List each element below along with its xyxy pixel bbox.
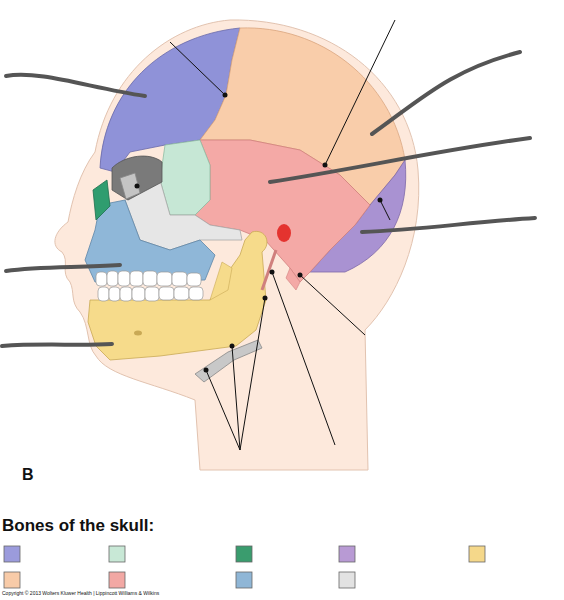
- head-outline: [55, 20, 419, 470]
- temporal-bone: [195, 140, 370, 282]
- leader-lines: [170, 20, 395, 450]
- mental-foramen: [134, 331, 142, 336]
- maxilla-bone: [85, 200, 215, 282]
- coronoid-process: [210, 262, 232, 300]
- styloid-process: [262, 250, 276, 290]
- mastoid-process: [286, 268, 300, 290]
- panel-letter: B: [22, 466, 34, 484]
- ear-canal: [277, 224, 291, 242]
- mandible-bone: [88, 231, 267, 360]
- leader-dots: [135, 93, 383, 373]
- sphenoid-bone: [160, 140, 210, 215]
- copyright-note: Copyright © 2013 Wolters Kluwer Health |…: [2, 591, 159, 597]
- scribble-marks: [2, 52, 535, 346]
- legend-heading: Bones of the skull:: [2, 517, 154, 536]
- nasal-bone: [93, 180, 110, 220]
- legend-swatches: [4, 546, 485, 588]
- teeth: [96, 271, 203, 301]
- lacrimal-bone: [120, 173, 140, 199]
- orbit: [112, 156, 162, 200]
